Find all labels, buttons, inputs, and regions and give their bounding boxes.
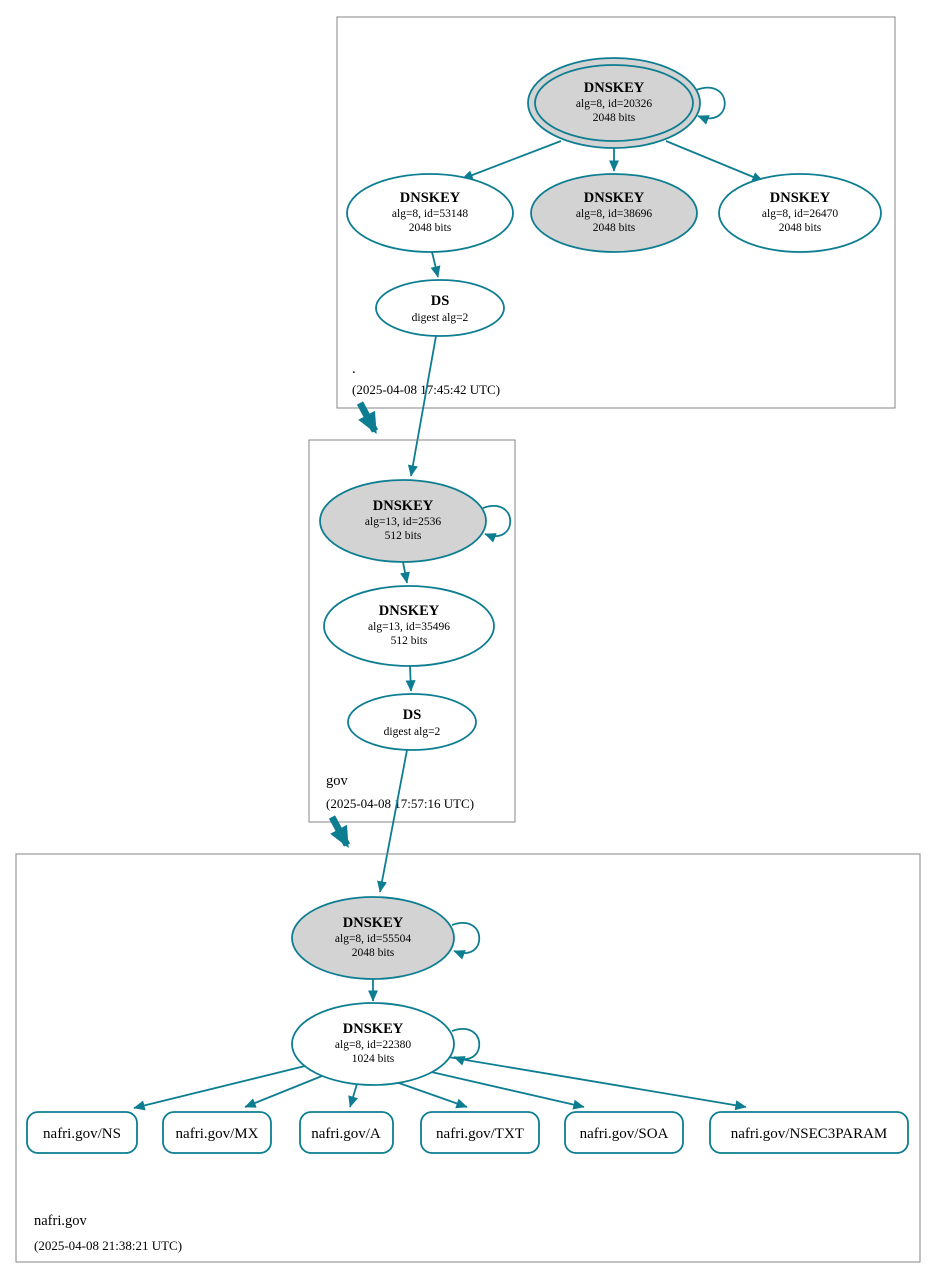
gov-zone-label: gov <box>326 773 349 789</box>
rrset-nsec3param-label: nafri.gov/NSEC3PARAM <box>731 1126 888 1142</box>
nafri-ksk-ellipse <box>291 896 455 980</box>
nafri-zsk-ellipse <box>291 1002 455 1086</box>
node-root-ksk-dnskey-20326: DNSKEY alg=8, id=20326 2048 bits <box>527 57 701 149</box>
edge-root-ksk-self-loop <box>695 86 726 125</box>
node-root-dnskey-53148: DNSKEY alg=8, id=53148 2048 bits <box>346 173 514 253</box>
nafri-ksk-detail1: alg=8, id=55504 <box>335 933 411 945</box>
node-gov-ds: DS digest alg=2 <box>347 693 477 751</box>
node-nafri-ksk-dnskey-55504: DNSKEY alg=8, id=55504 2048 bits <box>291 896 455 980</box>
edge-nafri-zsk-to-ns <box>133 1065 306 1111</box>
nafri-zone-label: nafri.gov <box>34 1213 87 1229</box>
root-key38696-detail1: alg=8, id=38696 <box>576 208 652 220</box>
gov-zone-timestamp: (2025-04-08 17:57:16 UTC) <box>326 796 474 811</box>
edge-gov-ksk-self-loop <box>482 505 512 543</box>
zone-root: DNSKEY alg=8, id=20326 2048 bits DNSKEY … <box>336 16 896 409</box>
nafri-zsk-title: DNSKEY <box>343 1021 404 1037</box>
gov-ksk-title: DNSKEY <box>373 498 434 514</box>
root-ksk-title: DNSKEY <box>584 80 645 96</box>
edge-gov-zsk-to-ds <box>405 665 416 692</box>
gov-ds-ellipse <box>347 693 477 751</box>
nafri-zsk-detail1: alg=8, id=22380 <box>335 1039 411 1051</box>
root-key38696-title: DNSKEY <box>584 190 645 206</box>
edge-nafri-zsk-to-nsec3param <box>447 1056 747 1111</box>
edge-gov-ds-to-nafri-ksk <box>377 749 408 893</box>
gov-zsk-detail1: alg=13, id=35496 <box>368 621 450 633</box>
rrset-soa-box <box>564 1111 684 1154</box>
rrset-nafri-ns: nafri.gov/NS <box>26 1111 138 1154</box>
root-key26470-ellipse <box>718 173 882 253</box>
edge-nafri-ksk-self-loop <box>451 922 481 960</box>
root-ds-title: DS <box>431 293 450 309</box>
root-key26470-detail2: 2048 bits <box>779 222 822 234</box>
edge-root-ksk-to-key26470 <box>665 140 764 182</box>
gov-ksk-detail1: alg=13, id=2536 <box>365 516 441 528</box>
edge-nafri-zsk-self-loop <box>451 1028 481 1066</box>
root-ksk-outer-ellipse <box>527 57 701 149</box>
root-key53148-title: DNSKEY <box>400 190 461 206</box>
gov-ds-title: DS <box>403 707 422 723</box>
edge-nafri-zsk-to-mx <box>244 1075 323 1108</box>
node-root-dnskey-26470: DNSKEY alg=8, id=26470 2048 bits <box>718 173 882 253</box>
zone-gov: DNSKEY alg=13, id=2536 512 bits DNSKEY a… <box>308 439 516 823</box>
nafri-zsk-detail2: 1024 bits <box>352 1053 395 1065</box>
zone-box-nafri-gov <box>15 853 921 1263</box>
root-key53148-ellipse <box>346 173 514 253</box>
rrset-txt-label: nafri.gov/TXT <box>436 1126 524 1142</box>
root-ksk-inner-ellipse <box>534 64 694 142</box>
root-ksk-detail2: 2048 bits <box>593 112 636 124</box>
edge-gov-ksk-to-zsk <box>400 561 410 584</box>
edge-nafri-zsk-to-soa <box>426 1070 585 1110</box>
root-key26470-detail1: alg=8, id=26470 <box>762 208 838 220</box>
gov-zsk-ellipse <box>323 585 495 667</box>
rrset-txt-box <box>420 1111 540 1154</box>
node-gov-ksk-dnskey-2536: DNSKEY alg=13, id=2536 512 bits <box>319 479 487 563</box>
root-key53148-detail1: alg=8, id=53148 <box>392 208 468 220</box>
root-ksk-detail1: alg=8, id=20326 <box>576 98 652 110</box>
root-zone-label: . <box>352 361 356 377</box>
root-key53148-detail2: 2048 bits <box>409 222 452 234</box>
node-nafri-zsk-dnskey-22380: DNSKEY alg=8, id=22380 1024 bits <box>291 1002 455 1086</box>
nafri-zone-timestamp: (2025-04-08 21:38:21 UTC) <box>34 1238 182 1253</box>
edge-root-ksk-to-key53148 <box>461 140 562 180</box>
rrset-nafri-nsec3param: nafri.gov/NSEC3PARAM <box>709 1111 909 1154</box>
zone-box-root <box>336 16 896 409</box>
rrset-soa-label: nafri.gov/SOA <box>580 1126 669 1142</box>
edge-nafri-zsk-to-txt <box>395 1081 468 1109</box>
rrset-a-label: nafri.gov/A <box>311 1126 381 1142</box>
edge-root-to-gov-delegation <box>356 401 379 435</box>
rrset-nsec3param-box <box>709 1111 909 1154</box>
node-root-ds: DS digest alg=2 <box>375 279 505 337</box>
rrset-mx-label: nafri.gov/MX <box>176 1126 259 1142</box>
gov-ksk-ellipse <box>319 479 487 563</box>
rrset-a-box <box>299 1111 394 1154</box>
gov-zsk-title: DNSKEY <box>379 603 440 619</box>
root-key26470-title: DNSKEY <box>770 190 831 206</box>
rrset-mx-box <box>162 1111 272 1154</box>
nafri-ksk-title: DNSKEY <box>343 915 404 931</box>
edge-root-ds-to-gov-ksk <box>407 335 437 477</box>
nafri-ksk-detail2: 2048 bits <box>352 947 395 959</box>
node-gov-zsk-dnskey-35496: DNSKEY alg=13, id=35496 512 bits <box>323 585 495 667</box>
rrset-nafri-a: nafri.gov/A <box>299 1111 394 1154</box>
zone-box-gov <box>308 439 516 823</box>
gov-ds-detail1: digest alg=2 <box>384 726 441 738</box>
node-root-dnskey-38696: DNSKEY alg=8, id=38696 2048 bits <box>530 173 698 253</box>
rrset-ns-box <box>26 1111 138 1154</box>
rrset-ns-label: nafri.gov/NS <box>43 1126 121 1142</box>
rrset-nafri-mx: nafri.gov/MX <box>162 1111 272 1154</box>
gov-zsk-detail2: 512 bits <box>391 635 428 647</box>
root-key38696-detail2: 2048 bits <box>593 222 636 234</box>
zone-nafri-gov: DNSKEY alg=8, id=55504 2048 bits DNSKEY … <box>15 853 921 1263</box>
gov-ksk-detail2: 512 bits <box>385 530 422 542</box>
edge-nafri-zsk-to-a <box>348 1083 358 1108</box>
edge-root-key53148-to-ds <box>430 251 441 278</box>
root-key38696-ellipse <box>530 173 698 253</box>
rrset-nafri-soa: nafri.gov/SOA <box>564 1111 684 1154</box>
root-ds-ellipse <box>375 279 505 337</box>
rrset-nafri-txt: nafri.gov/TXT <box>420 1111 540 1154</box>
root-ds-detail1: digest alg=2 <box>412 312 469 324</box>
edge-gov-to-nafri-delegation <box>328 815 351 849</box>
